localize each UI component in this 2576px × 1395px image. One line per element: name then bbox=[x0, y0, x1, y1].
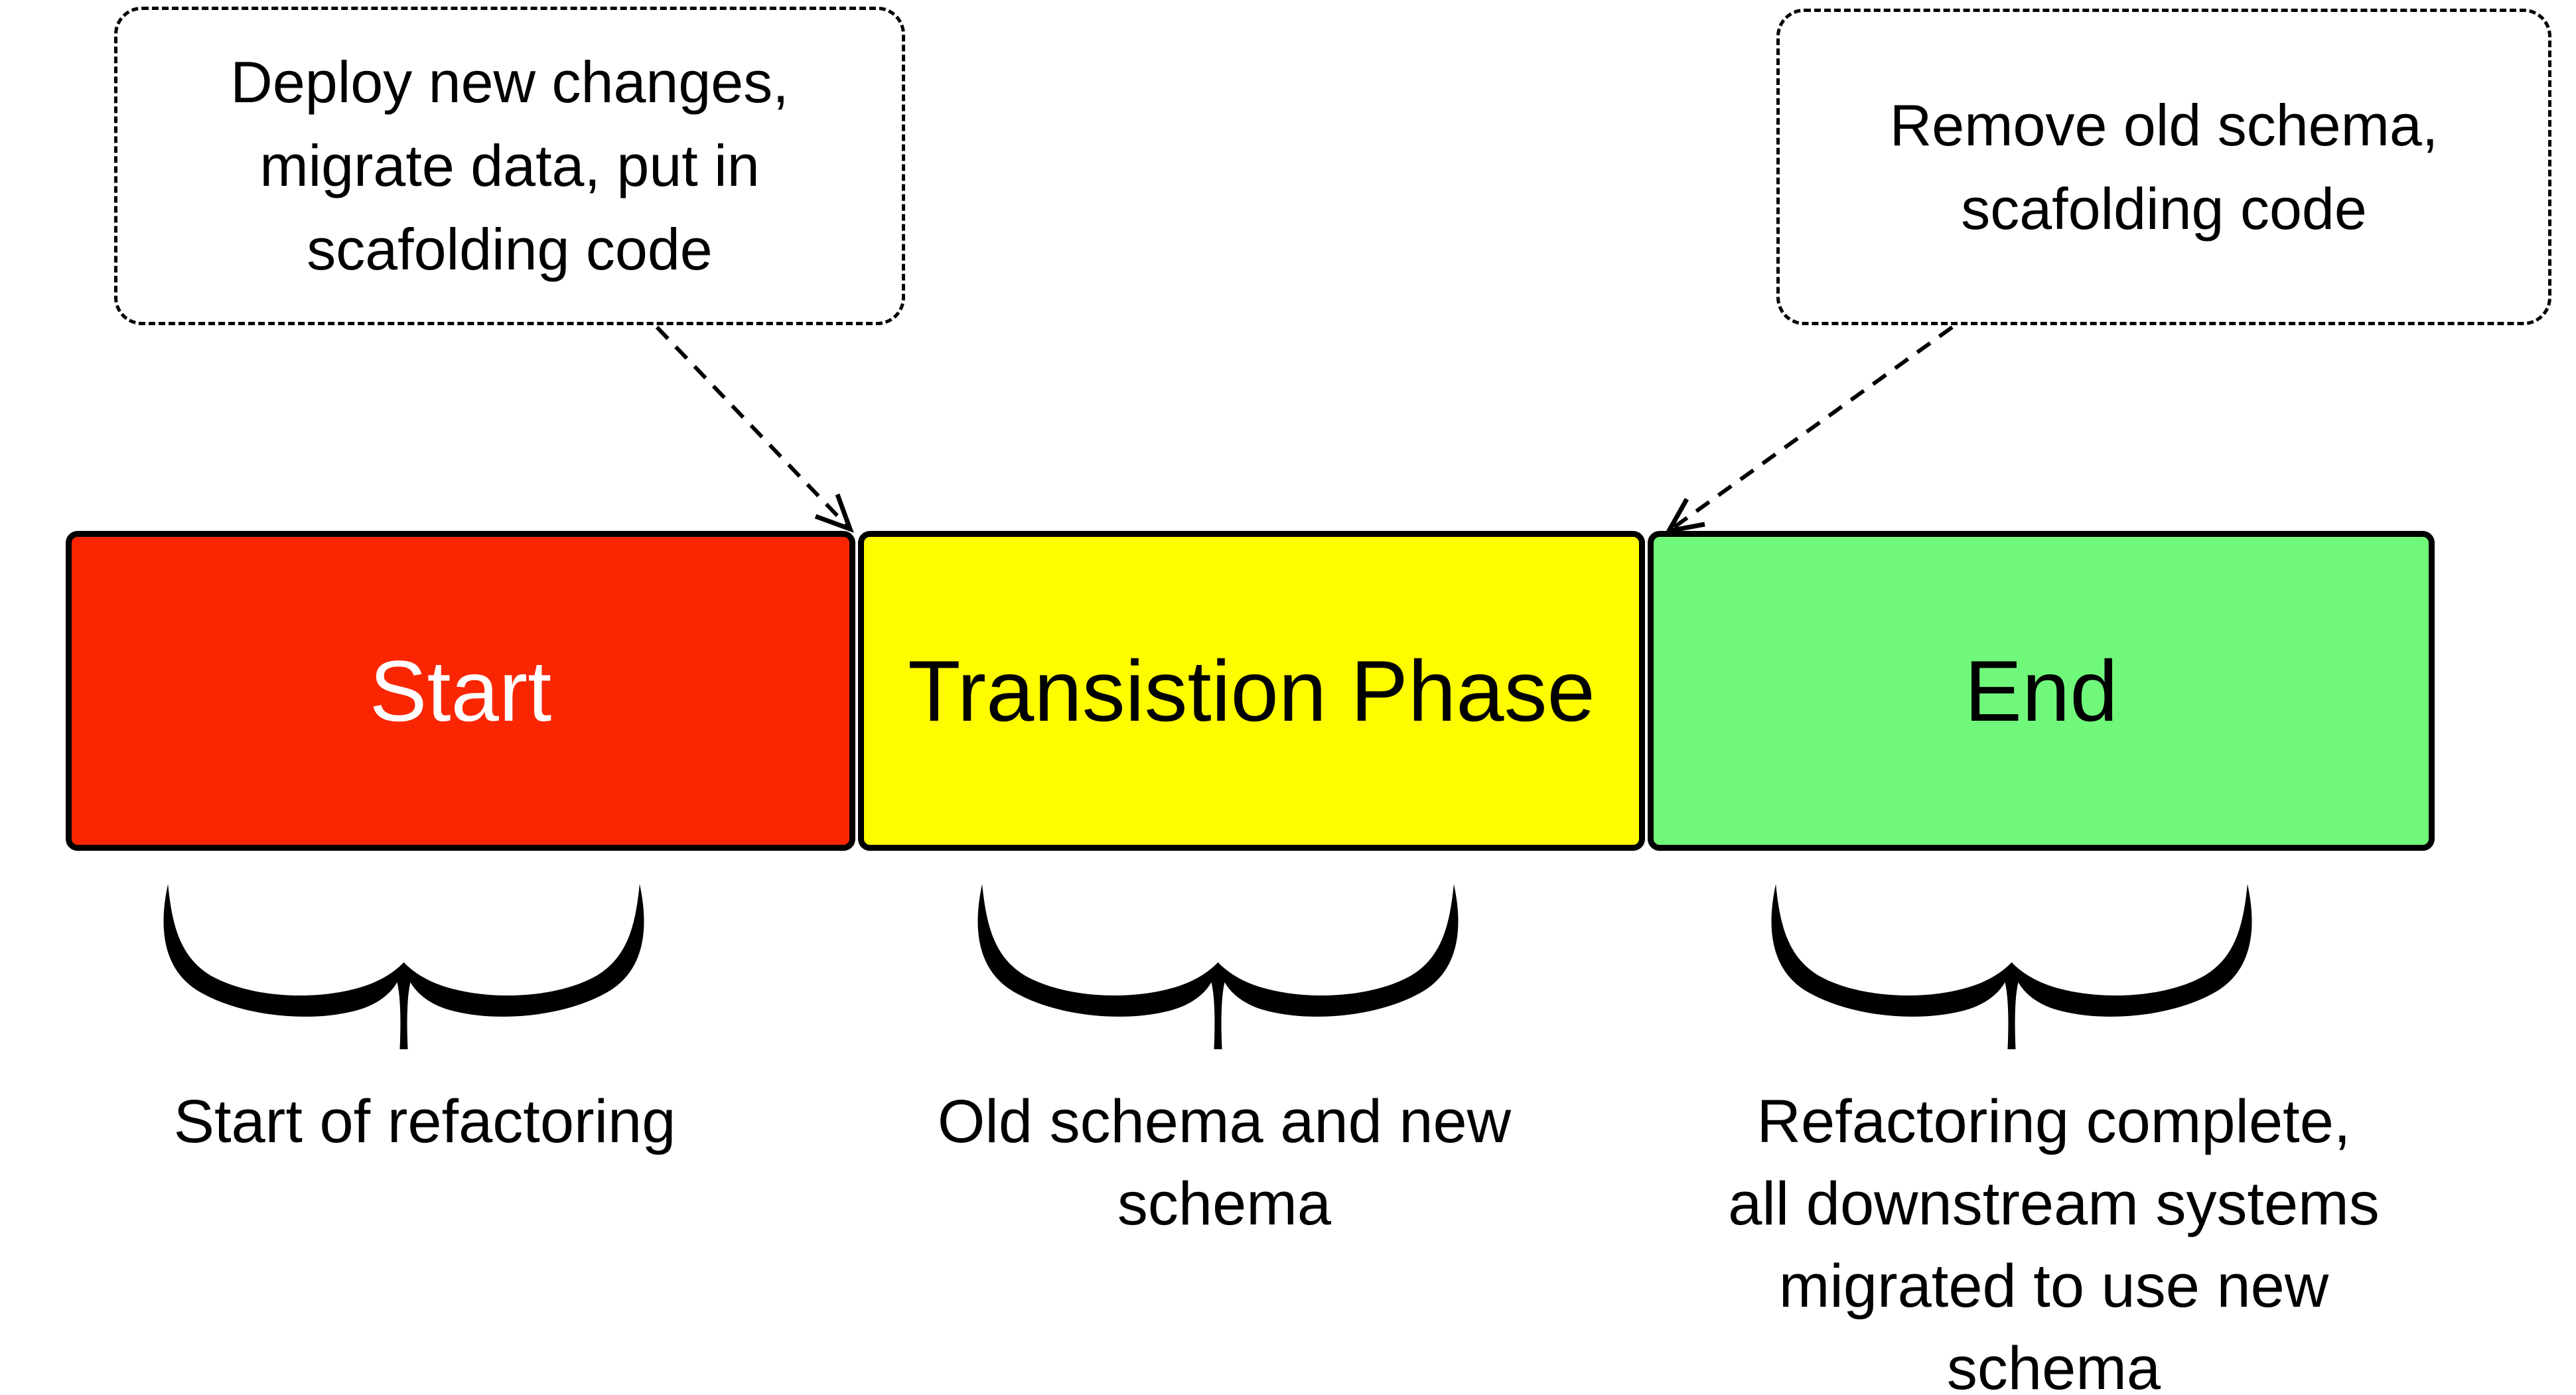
phase-note-end: Refactoring complete, all downstream sys… bbox=[1728, 1088, 2380, 1395]
curly-brace-icon bbox=[1771, 884, 2252, 1049]
callout-deploy-note: Deploy new changes, migrate data, put in… bbox=[114, 7, 905, 325]
callout-remove-text: Remove old schema, scafolding code bbox=[1889, 92, 2439, 242]
phase-label-start: Start bbox=[369, 642, 552, 739]
callout-remove-note: Remove old schema, scafolding code bbox=[1776, 9, 2551, 325]
curly-brace-path bbox=[1771, 884, 2252, 1049]
phase-note-transition: Old schema and new schema bbox=[937, 1088, 1512, 1238]
curly-brace-icon bbox=[977, 884, 1459, 1049]
curly-brace-path bbox=[163, 884, 644, 1049]
callout-deploy-text: Deploy new changes, migrate data, put in… bbox=[230, 49, 789, 282]
arrowhead-deploy-icon bbox=[814, 493, 854, 533]
phase-label-transition: Transistion Phase bbox=[908, 642, 1595, 739]
dashed-arrow-deploy-line bbox=[655, 325, 852, 531]
phase-box-transition: Transistion Phase bbox=[858, 531, 1645, 851]
curly-brace-path bbox=[977, 884, 1459, 1049]
phase-label-end: End bbox=[1964, 642, 2118, 739]
phase-box-end: End bbox=[1648, 531, 2435, 851]
phase-box-start: Start bbox=[66, 531, 855, 851]
curly-brace-icon bbox=[163, 884, 644, 1049]
dashed-arrow-remove-line bbox=[1668, 325, 1954, 533]
phase-note-start: Start of refactoring bbox=[173, 1088, 676, 1155]
